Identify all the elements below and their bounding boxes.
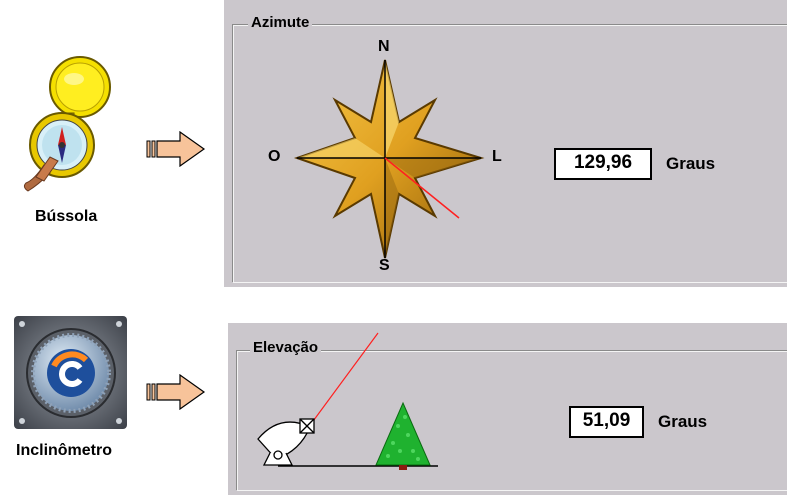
compass-label: Bússola bbox=[35, 208, 98, 225]
right-arrow-icon bbox=[146, 373, 206, 415]
azimuth-unit-label: Graus bbox=[666, 154, 716, 173]
azimuth-group-frame bbox=[232, 24, 787, 282]
elevation-value-field: 51,09 bbox=[569, 406, 644, 438]
azimuth-value-field: 129,96 bbox=[554, 148, 652, 180]
compass-east-label: L bbox=[492, 148, 502, 165]
compass-rose-icon bbox=[289, 52, 489, 268]
inclinometer-device-icon bbox=[14, 316, 127, 429]
compass-north-label: N bbox=[378, 38, 390, 55]
azimuth-panel: Azimute N S O L 129,96 Gr bbox=[224, 0, 787, 287]
elevation-unit-label: Graus bbox=[658, 412, 708, 431]
elevation-group-frame bbox=[236, 350, 787, 490]
elevation-scene bbox=[248, 331, 468, 471]
inclinometer-label: Inclinômetro bbox=[16, 442, 113, 459]
right-arrow-icon bbox=[146, 130, 206, 172]
elevation-title: Elevação bbox=[250, 339, 322, 357]
compass-west-label: O bbox=[268, 148, 281, 165]
azimuth-title: Azimute bbox=[248, 14, 313, 32]
compass-south-label: S bbox=[379, 257, 390, 274]
compass-device-icon bbox=[14, 45, 130, 205]
elevation-panel: Elevação bbox=[228, 323, 787, 495]
